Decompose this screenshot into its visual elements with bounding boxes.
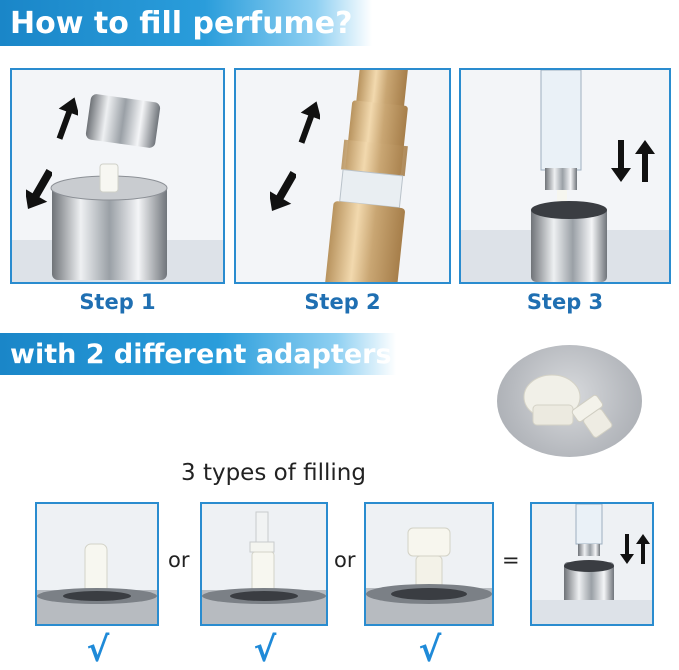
step-1-label: Step 1: [79, 290, 156, 314]
or-connector-1: or: [168, 548, 190, 572]
check-icon: √: [86, 630, 110, 670]
or-connector-2: or: [334, 548, 356, 572]
filling-type-2-panel: [200, 502, 328, 626]
page-title: How to fill perfume?: [10, 5, 353, 41]
filling-type-3-panel: [364, 502, 494, 626]
adapters-banner: with 2 different adapters: [0, 333, 396, 375]
arrow-up-icon: [298, 101, 320, 144]
arrow-down-icon: [270, 170, 296, 212]
step-2-label: Step 2: [304, 290, 381, 314]
step-3-panel: [459, 68, 671, 284]
filling-types-label: 3 types of filling: [181, 460, 366, 486]
filling-result-panel: [530, 502, 654, 626]
filling-type-1-panel: [35, 502, 159, 626]
adapter-photo: [497, 345, 642, 457]
step-1-panel: [10, 68, 225, 284]
check-icon: √: [253, 630, 277, 670]
check-icon: √: [418, 630, 442, 670]
step-2-panel: [234, 68, 451, 284]
arrow-up-icon: [56, 97, 78, 140]
bottle-neck: [52, 185, 167, 280]
arrow-updown-icon: [611, 140, 655, 182]
step-3-label: Step 3: [526, 290, 604, 314]
adapters-title: with 2 different adapters: [10, 338, 392, 370]
arrow-updown-icon: [620, 534, 650, 564]
title-banner: How to fill perfume?: [0, 0, 372, 46]
arrow-down-icon: [26, 168, 52, 210]
equals-connector: =: [502, 548, 520, 572]
